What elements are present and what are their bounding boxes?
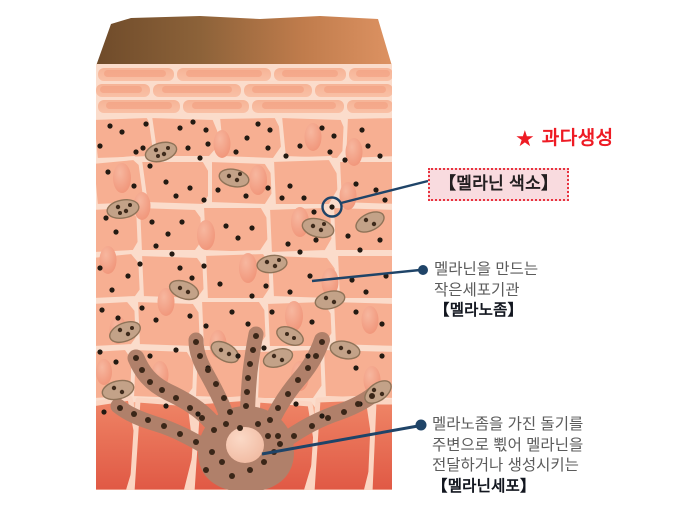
melanocyte-nucleus <box>226 427 264 463</box>
overproduction-label: ★ 과다생성 <box>515 128 614 150</box>
melanin-pigment-callout-box: 【멜라닌 색소】 <box>428 168 570 201</box>
star-icon: ★ <box>515 126 535 151</box>
melanosome-term: 【멜라노좀】 <box>434 302 524 319</box>
melanocyte-line-2: 주변으로 뾗어 멜라닌을 <box>432 436 584 454</box>
leader-line-pigment <box>340 179 429 205</box>
melanocyte-term: 【멜라닌세포】 <box>432 477 536 495</box>
melanocyte-line-3: 전달하거나 생성시키는 <box>432 457 579 474</box>
leader-line-melanocyte <box>261 424 419 456</box>
leader-lines <box>261 179 429 456</box>
stratum-corneum <box>96 68 392 113</box>
leader-line-melanosome <box>311 268 421 283</box>
melanocyte-line-1: 멜라노좀을 가진 돌기를 <box>432 416 584 433</box>
epidermis-block <box>96 64 392 490</box>
melanosome-line-2: 작은세포기관 <box>434 281 520 299</box>
melanosomes <box>101 141 392 404</box>
leader-dot-melanocyte <box>415 419 427 431</box>
leader-dot-melanosome <box>418 265 428 275</box>
skin-surface <box>96 16 392 70</box>
melanocyte-granules <box>117 333 375 479</box>
melanosome-annotation: 멜라닌을 만드는 작은세포기관 【멜라노좀】 <box>434 260 538 322</box>
melanin-granules <box>97 119 389 419</box>
melanocyte-annotation: 멜라노좀을 가진 돌기를 주변으로 뾗어 멜라닌을 전달하거나 생성시키는 【멜… <box>432 415 583 497</box>
melanosome-line-1: 멜라닌을 만드는 <box>434 261 539 278</box>
pigment-highlight-circle <box>321 196 343 218</box>
overproduction-text: 과다생성 <box>541 128 614 149</box>
melanin-pigment-label: 【멜라닌 색소】 <box>439 174 559 193</box>
